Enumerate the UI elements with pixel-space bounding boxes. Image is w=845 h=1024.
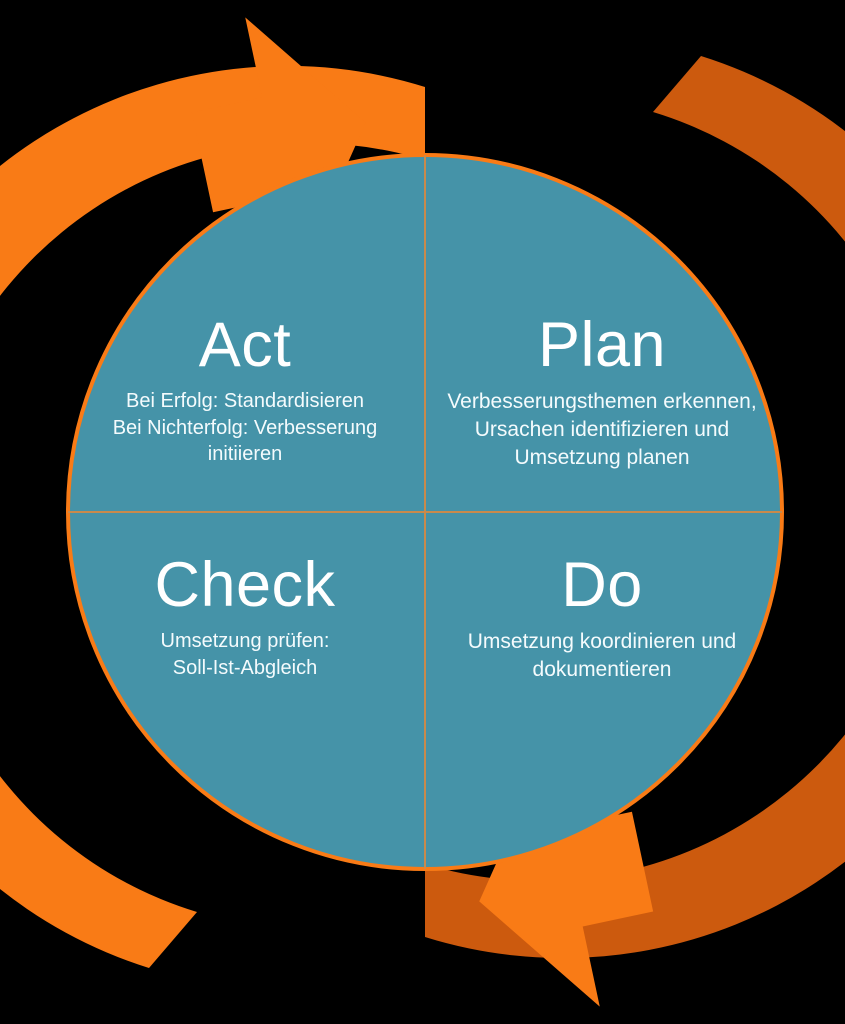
quadrant-act-description: Bei Erfolg: Standardisieren Bei Nichterf… [75,388,415,467]
quadrant-check-title: Check [154,550,336,620]
quadrant-check: Check Umsetzung prüfen: Soll-Ist-Abgleic… [75,552,415,681]
quadrant-do-description-line: dokumentieren [532,657,672,681]
quadrant-plan-description-line: Umsetzung planen [514,445,690,469]
quadrant-act-description-line: Bei Erfolg: Standardisieren [126,390,364,413]
quadrant-plan-description: Verbesserungsthemen erkennen, Ursachen i… [432,388,772,471]
quadrant-plan-title: Plan [537,310,667,380]
quadrant-act-description-line: Bei Nichterfolg: Verbesserung [112,416,378,439]
quadrant-check-description-line: Soll-Ist-Abgleich [172,656,318,679]
quadrant-plan: Plan Verbesserungsthemen erkennen, Ursac… [432,312,772,471]
quadrant-check-description: Umsetzung prüfen: Soll-Ist-Abgleich [75,628,415,681]
quadrant-check-description-line: Umsetzung prüfen: [160,630,330,653]
quadrant-do-description: Umsetzung koordinieren und dokumentieren [432,628,772,683]
quadrant-plan-description-line: Ursachen identifizieren und [474,417,730,441]
quadrant-do-description-line: Umsetzung koordinieren und [467,630,737,654]
quadrant-act: Act Bei Erfolg: Standardisieren Bei Nich… [75,312,415,467]
pdca-circle [66,153,784,871]
quadrant-act-title: Act [198,310,292,380]
quadrant-do-title: Do [561,550,643,620]
quadrant-plan-description-line: Verbesserungsthemen erkennen, [447,390,757,414]
quadrant-do: Do Umsetzung koordinieren und dokumentie… [432,552,772,684]
quadrant-act-description-line: initiieren [207,442,283,465]
